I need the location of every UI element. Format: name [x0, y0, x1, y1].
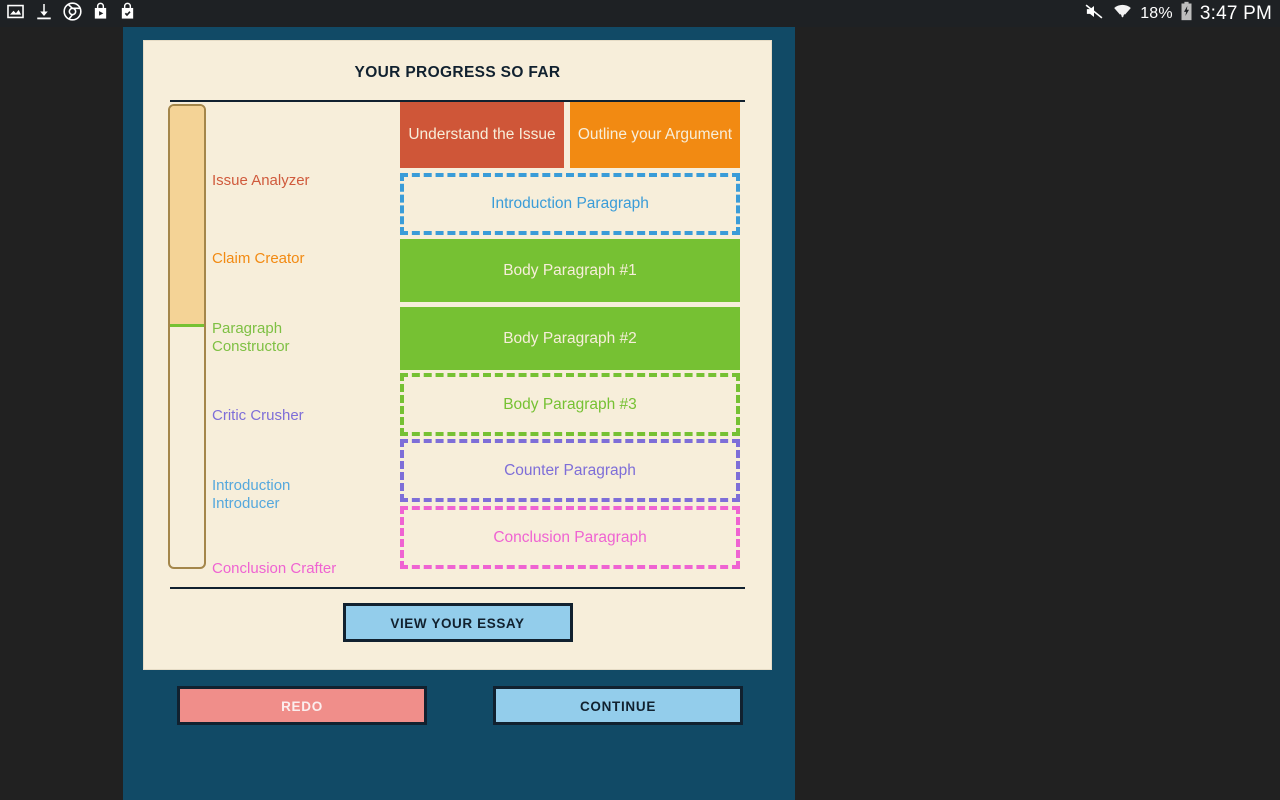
essay-block[interactable]: Body Paragraph #2: [400, 307, 740, 370]
essay-block[interactable]: Counter Paragraph: [400, 439, 740, 502]
status-bar-notification-icons: [6, 1, 136, 26]
footer-divider: [170, 587, 745, 589]
view-essay-container: VIEW YOUR ESSAY: [144, 603, 771, 642]
download-icon: [35, 2, 53, 26]
continue-button[interactable]: CONTINUE: [493, 686, 743, 725]
play-store-update-icon: [119, 2, 136, 26]
stage-label: Issue Analyzer: [212, 172, 310, 189]
essay-block[interactable]: Introduction Paragraph: [400, 173, 740, 235]
battery-charging-icon: [1180, 1, 1193, 26]
page-title: YOUR PROGRESS SO FAR: [354, 64, 561, 81]
status-bar-system-icons: 18% 3:47 PM: [1083, 1, 1272, 26]
wifi-icon: [1112, 2, 1133, 26]
stage-label: Introduction Introducer: [212, 477, 291, 512]
view-your-essay-button[interactable]: VIEW YOUR ESSAY: [342, 603, 573, 642]
essay-block[interactable]: Outline your Argument: [570, 102, 740, 168]
redo-button[interactable]: REDO: [177, 686, 427, 725]
stage-label: Paragraph Constructor: [212, 320, 290, 355]
essay-block[interactable]: Body Paragraph #3: [400, 373, 740, 436]
stage-label: Claim Creator: [212, 250, 305, 267]
clock: 3:47 PM: [1199, 2, 1272, 24]
mute-icon: [1083, 2, 1105, 26]
bottom-action-bar: REDO CONTINUE: [123, 686, 795, 736]
essay-block[interactable]: Body Paragraph #1: [400, 239, 740, 302]
image-icon: [6, 2, 25, 26]
play-store-icon: [92, 2, 109, 26]
progress-fill: [170, 106, 204, 328]
progress-track: [168, 104, 206, 569]
stage-label: Critic Crusher: [212, 407, 304, 424]
stage-label: Conclusion Crafter: [212, 560, 337, 577]
essay-block[interactable]: Understand the Issue: [400, 102, 564, 168]
title-divider: [170, 100, 745, 102]
essay-block[interactable]: Conclusion Paragraph: [400, 506, 740, 569]
battery-percent: 18%: [1140, 4, 1173, 22]
android-status-bar: 18% 3:47 PM: [0, 0, 1280, 27]
chrome-icon: [63, 1, 82, 26]
